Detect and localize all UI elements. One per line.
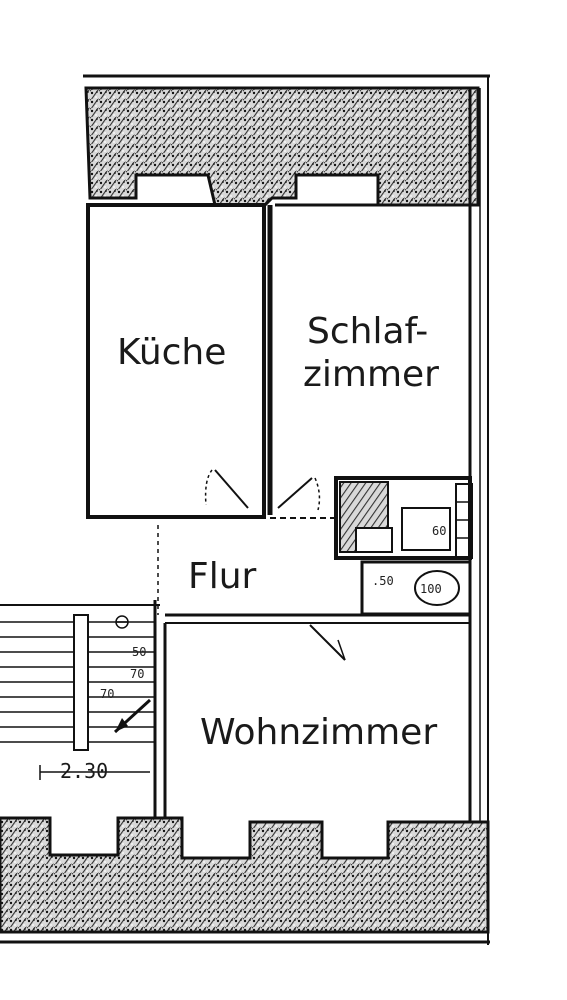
room-label-schlafzimmer-2: zimmer	[303, 354, 439, 395]
bathroom-block: 60 100 .50	[334, 476, 473, 616]
room-label-flur: Flur	[188, 556, 257, 597]
room-wohnzimmer: Wohnzimmer	[200, 712, 437, 753]
bottom-outer-wall	[0, 816, 490, 944]
stair-width-dimension: 2.30	[60, 759, 108, 783]
stair-note-3: 50	[132, 645, 146, 659]
room-label-kueche: Küche	[117, 332, 226, 373]
stair-note-2: 70	[100, 687, 114, 701]
door-swing-kueche	[204, 469, 249, 509]
staircase: 70 70 50 2.30	[0, 600, 167, 820]
bath-dim-3: .50	[372, 574, 394, 588]
stair-treads	[0, 621, 155, 743]
room-kueche: Küche	[86, 203, 266, 519]
room-schlafzimmer: Schlaf- zimmer	[267, 203, 470, 515]
room-label-schlafzimmer-1: Schlaf-	[307, 311, 428, 352]
bath-dim-2: 100	[420, 582, 442, 596]
door-swing-schlafzimmer	[277, 477, 321, 511]
door-swing-wohnzimmer	[309, 624, 346, 661]
bath-dim-1: 60	[432, 524, 446, 538]
room-flur: Flur	[90, 517, 470, 624]
room-label-wohnzimmer: Wohnzimmer	[200, 712, 437, 753]
top-outer-wall	[83, 74, 490, 207]
right-outer-wall	[468, 76, 489, 945]
stair-note-1: 70	[130, 667, 144, 681]
